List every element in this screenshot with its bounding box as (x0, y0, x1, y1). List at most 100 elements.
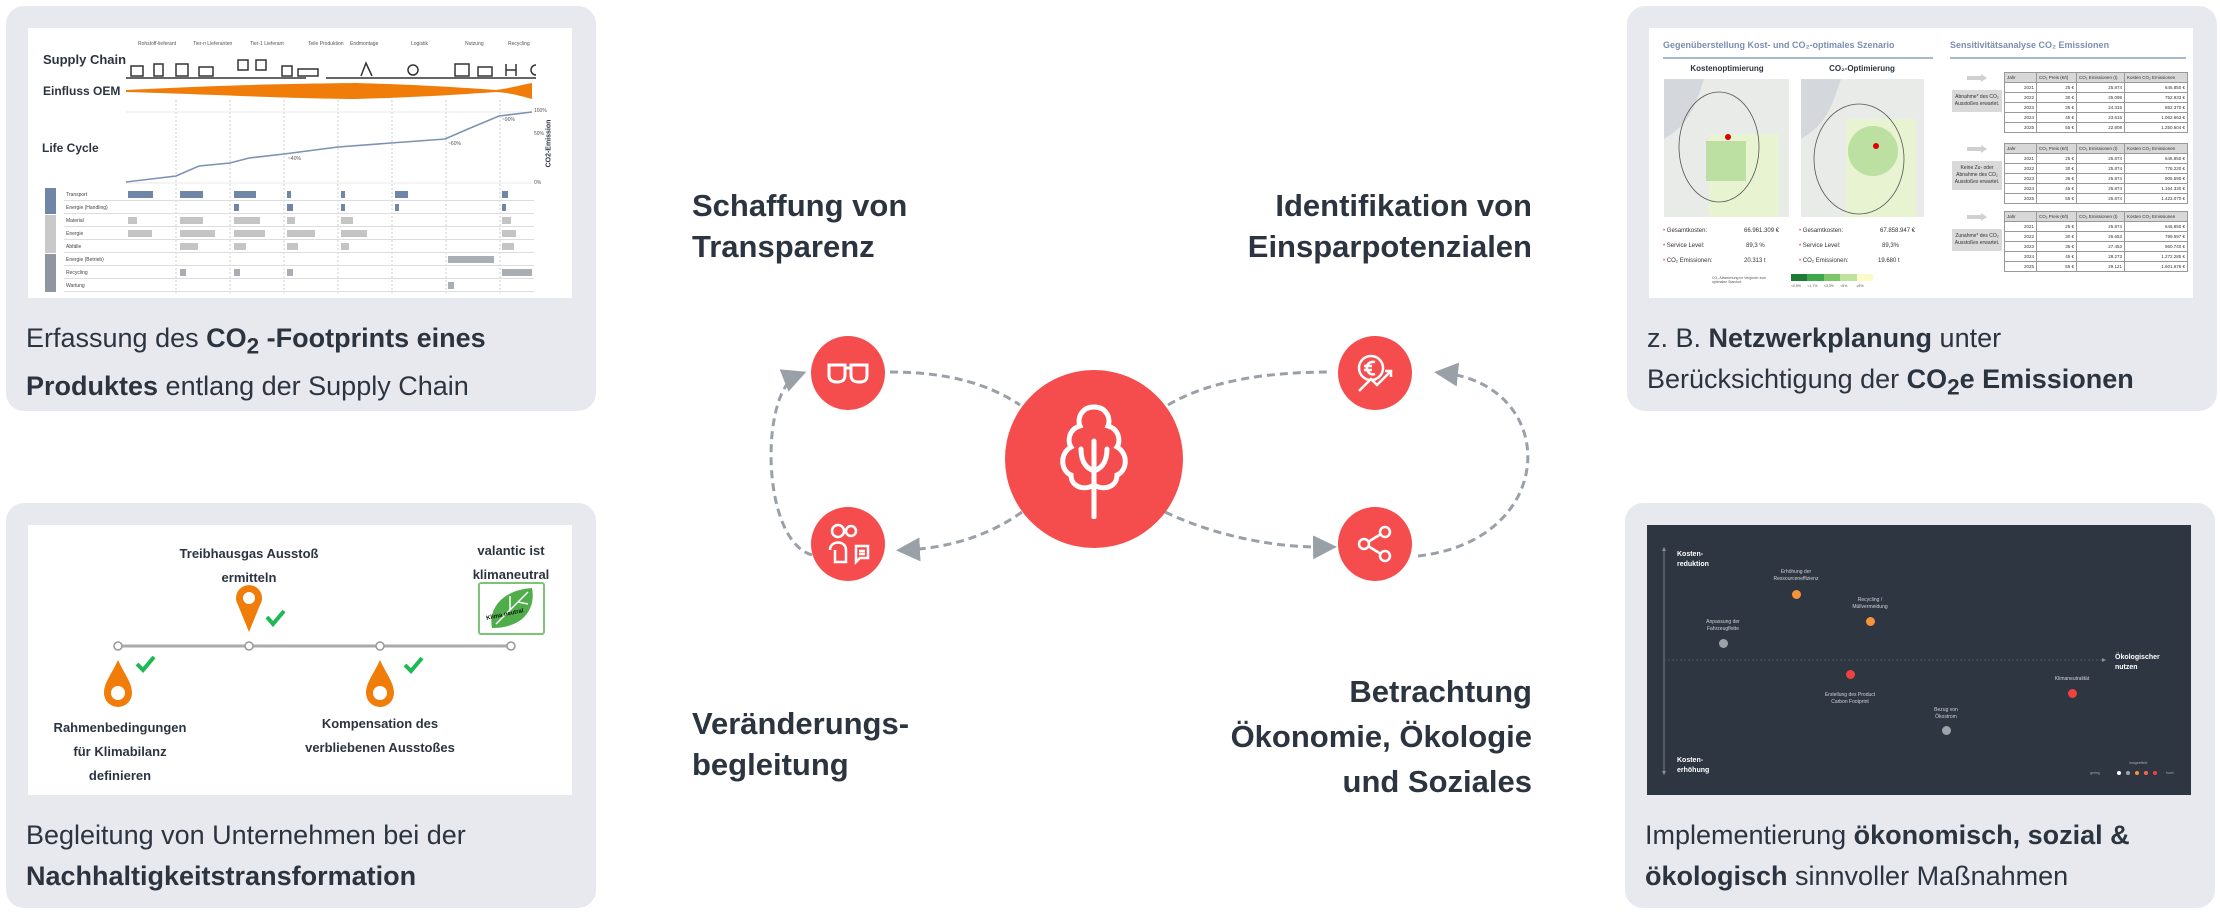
measure-point (1791, 589, 1801, 599)
scenario-description: Zunahme* des CO₂ Ausstoßes erwartet. (1952, 229, 2002, 251)
annotation: ~40% (288, 156, 301, 162)
arrow-icon (1967, 213, 1987, 221)
legend-high: hoch (2166, 771, 2174, 775)
scenario-description: Keine Zu- oder Abnahme des CO₂ Ausstoßes… (1952, 161, 2002, 190)
measures-matrix-image: Kosten-reduktion Kosten-erhöhung Ökologi… (1647, 525, 2191, 795)
y-axis-top-label: Kosten-reduktion (1677, 551, 1709, 568)
card-network-planning: Gegenüberstellung Kost- und CO₂-optimale… (1627, 6, 2217, 411)
annotation: ~90% (502, 117, 515, 123)
stage-label: Teile Produktion (308, 41, 344, 47)
life-cycle-label: Life Cycle (42, 141, 99, 155)
scenario-description: Abnahme* des CO₂ Ausstoßes erwartet. (1952, 90, 2002, 112)
table-row: Abfälle (64, 240, 534, 253)
table-row: Recycling (64, 266, 534, 279)
supply-chain-label: Supply Chain (43, 52, 127, 67)
annotation: ~60% (448, 141, 461, 147)
life-cycle-chart (125, 100, 533, 293)
tick-label: 100% (534, 108, 547, 114)
stage-label: Tier-1 Lieferant (250, 41, 284, 47)
scenario-title: CO₂-Optimierung (1829, 64, 1895, 73)
card-measures: Kosten-reduktion Kosten-erhöhung Ökologi… (1625, 503, 2215, 908)
legend-dot (2144, 771, 2148, 775)
table-row: Material (64, 214, 534, 227)
map-legend-ticks: <0,5%<1,7%<3,3%<5%≥5% (1791, 284, 1864, 288)
map-cost-optimization (1664, 79, 1789, 217)
stage-label: Nutzung (465, 41, 484, 47)
caption: Implementierung ökonomisch, sozial &ökol… (1645, 820, 2130, 891)
table-row: Energie (Betrieb) (64, 253, 534, 266)
stage-label: Recycling (508, 41, 530, 47)
climate-neutral-badge: Klima neutral (478, 582, 545, 635)
legend-dot (2126, 771, 2130, 775)
roadmap-timeline (104, 585, 516, 707)
measure-label: Recycling /Müllvermeidung (1852, 597, 1888, 610)
supply-chain-icons (126, 59, 536, 79)
matrix-axes (1662, 547, 2106, 775)
map-co2-optimization (1801, 79, 1924, 217)
card-co2-footprint: Supply Chain Rohstoff-lieferant Tier-n L… (6, 6, 596, 411)
measure-point (1718, 638, 1728, 648)
table-row: Energie (Handling) (64, 201, 534, 214)
people-chat-icon (811, 507, 885, 581)
tick-label: 0% (534, 180, 542, 186)
table-row: Wartung (64, 279, 534, 292)
heading-sensitivity: Sensitivitätsanalyse CO₂ Emissionen (1950, 40, 2110, 50)
measure-point (1865, 616, 1875, 626)
measure-point (2067, 688, 2077, 698)
tree-icon (1005, 370, 1183, 548)
oem-influence-band (126, 83, 532, 99)
legend-dot (2135, 771, 2139, 775)
stage-label: Tier-n Lieferanten (193, 41, 233, 47)
stage-label: Endmontage (350, 41, 379, 47)
legend-dot (2117, 771, 2121, 775)
arrow-icon (1967, 145, 1987, 153)
tick-label: 50% (534, 131, 545, 137)
stage-label: Rohstoff-lieferant (138, 41, 176, 47)
glasses-icon (811, 336, 885, 410)
table-row: Energie (64, 227, 534, 240)
table-row: Transport (64, 188, 534, 201)
euro-growth-icon (1338, 336, 1412, 410)
measure-label: Klimaneutralität (2054, 676, 2090, 682)
measure-point (1941, 725, 1951, 735)
emission-axis-label: CO2-Emission (545, 119, 553, 168)
group-strip-usage (45, 254, 56, 292)
legend-dot (2153, 771, 2157, 775)
map-legend-label: CO₂ Abweichung im Vergleich zum optimale… (1712, 276, 1767, 284)
influence-oem-label: Einfluss OEM (43, 84, 121, 98)
